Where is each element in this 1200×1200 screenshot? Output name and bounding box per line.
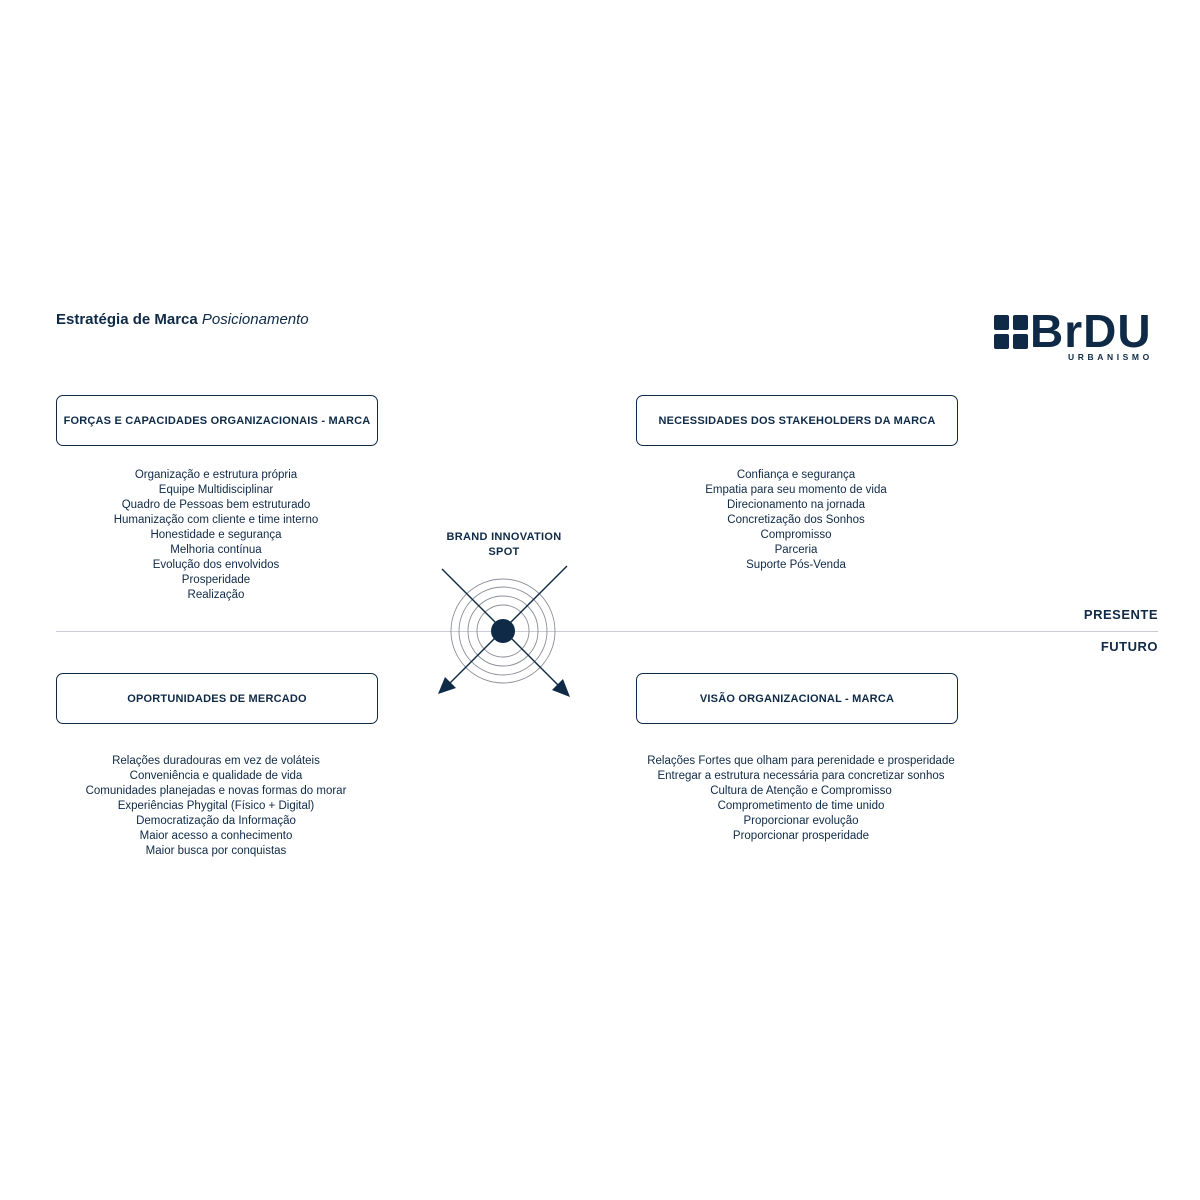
list-item: Melhoria contínua: [170, 544, 262, 556]
quadrant-title-strengths: FORÇAS E CAPACIDADES ORGANIZACIONAIS - M…: [63, 414, 371, 427]
list-item: Proporcionar evolução: [743, 815, 859, 827]
page-title-sub: Posicionamento: [201, 311, 309, 328]
spot-label-line2: SPOT: [488, 546, 520, 558]
list-item: Compromisso: [760, 529, 832, 541]
list-item: Experiências Phygital (Físico + Digital): [117, 800, 315, 812]
quadrant-title-vision: VISÃO ORGANIZACIONAL - MARCA: [699, 692, 895, 705]
list-item: Empatia para seu momento de vida: [705, 484, 887, 496]
list-item: Comunidades planejadas e novas formas do…: [85, 785, 347, 797]
list-item: Relações Fortes que olham para perenidad…: [647, 755, 955, 767]
list-item: Quadro de Pessoas bem estruturado: [121, 499, 311, 511]
list-item: Maior busca por conquistas: [145, 845, 287, 857]
arrow-head-right-icon: [552, 679, 570, 697]
list-item: Prosperidade: [181, 574, 251, 586]
quadrant-list-stakeholders: Confiança e segurança Empatia para seu m…: [636, 468, 956, 573]
logo-wordmark: BrDU: [1030, 305, 1152, 357]
quadrant-box-vision: VISÃO ORGANIZACIONAL - MARCA: [636, 673, 958, 724]
axis-label-future: FUTURO: [1100, 639, 1158, 654]
list-item: Confiança e segurança: [736, 469, 856, 481]
list-item: Humanização com cliente e time interno: [113, 514, 319, 526]
quadrant-title-opportunities: OPORTUNIDADES DE MERCADO: [127, 692, 307, 705]
list-item: Parceria: [774, 544, 818, 556]
quadrant-box-strengths: FORÇAS E CAPACIDADES ORGANIZACIONAIS - M…: [56, 395, 378, 446]
list-item: Conveniência e qualidade de vida: [129, 770, 303, 782]
target-rings: [450, 578, 556, 684]
page-title-main: Estratégia de Marca: [56, 311, 198, 328]
list-item: Organização e estrutura própria: [134, 469, 298, 481]
target-ring: [476, 604, 530, 658]
list-item: Democratização da Informação: [136, 815, 296, 827]
logo-grid-icon: [994, 315, 1028, 349]
brand-innovation-spot-graphic: [438, 565, 570, 697]
quadrant-box-stakeholders: NECESSIDADES DOS STAKEHOLDERS DA MARCA: [636, 395, 958, 446]
logo-subtitle: URBANISMO: [1068, 352, 1153, 362]
target-ring: [458, 586, 548, 676]
axis-label-present: PRESENTE: [1083, 607, 1158, 622]
brand-innovation-spot-label: BRAND INNOVATION SPOT: [434, 530, 574, 560]
list-item: Entregar a estrutura necessária para con…: [657, 770, 945, 782]
list-item: Suporte Pós-Venda: [746, 559, 846, 571]
list-item: Maior acesso a conhecimento: [139, 830, 293, 842]
list-item: Evolução dos envolvidos: [152, 559, 280, 571]
quadrant-title-stakeholders: NECESSIDADES DOS STAKEHOLDERS DA MARCA: [658, 414, 936, 427]
list-item: Cultura de Atenção e Compromisso: [710, 785, 892, 797]
quadrant-list-strengths: Organização e estrutura própria Equipe M…: [56, 468, 376, 603]
quadrant-box-opportunities: OPORTUNIDADES DE MERCADO: [56, 673, 378, 724]
list-item: Proporcionar prosperidade: [732, 830, 870, 842]
quadrant-list-vision: Relações Fortes que olham para perenidad…: [636, 754, 966, 844]
list-item: Direcionamento na jornada: [726, 499, 866, 511]
spot-center-dot: [491, 619, 515, 643]
page-title: Estratégia de Marca Posicionamento: [56, 311, 309, 328]
arrow-head-left-icon: [438, 677, 456, 694]
target-ring: [467, 595, 539, 667]
target-ring: [450, 578, 556, 684]
quadrant-list-opportunities: Relações duradouras em vez de voláteis C…: [56, 754, 376, 859]
list-item: Honestidade e segurança: [150, 529, 282, 541]
brdu-logo: BrDU URBANISMO: [994, 305, 1160, 364]
list-item: Concretização dos Sonhos: [727, 514, 865, 526]
present-future-divider: [56, 631, 1158, 632]
spot-label-line1: BRAND INNOVATION: [446, 531, 562, 543]
list-item: Comprometimento de time unido: [717, 800, 885, 812]
list-item: Equipe Multidisciplinar: [158, 484, 274, 496]
list-item: Relações duradouras em vez de voláteis: [112, 755, 320, 767]
list-item: Realização: [187, 589, 245, 601]
